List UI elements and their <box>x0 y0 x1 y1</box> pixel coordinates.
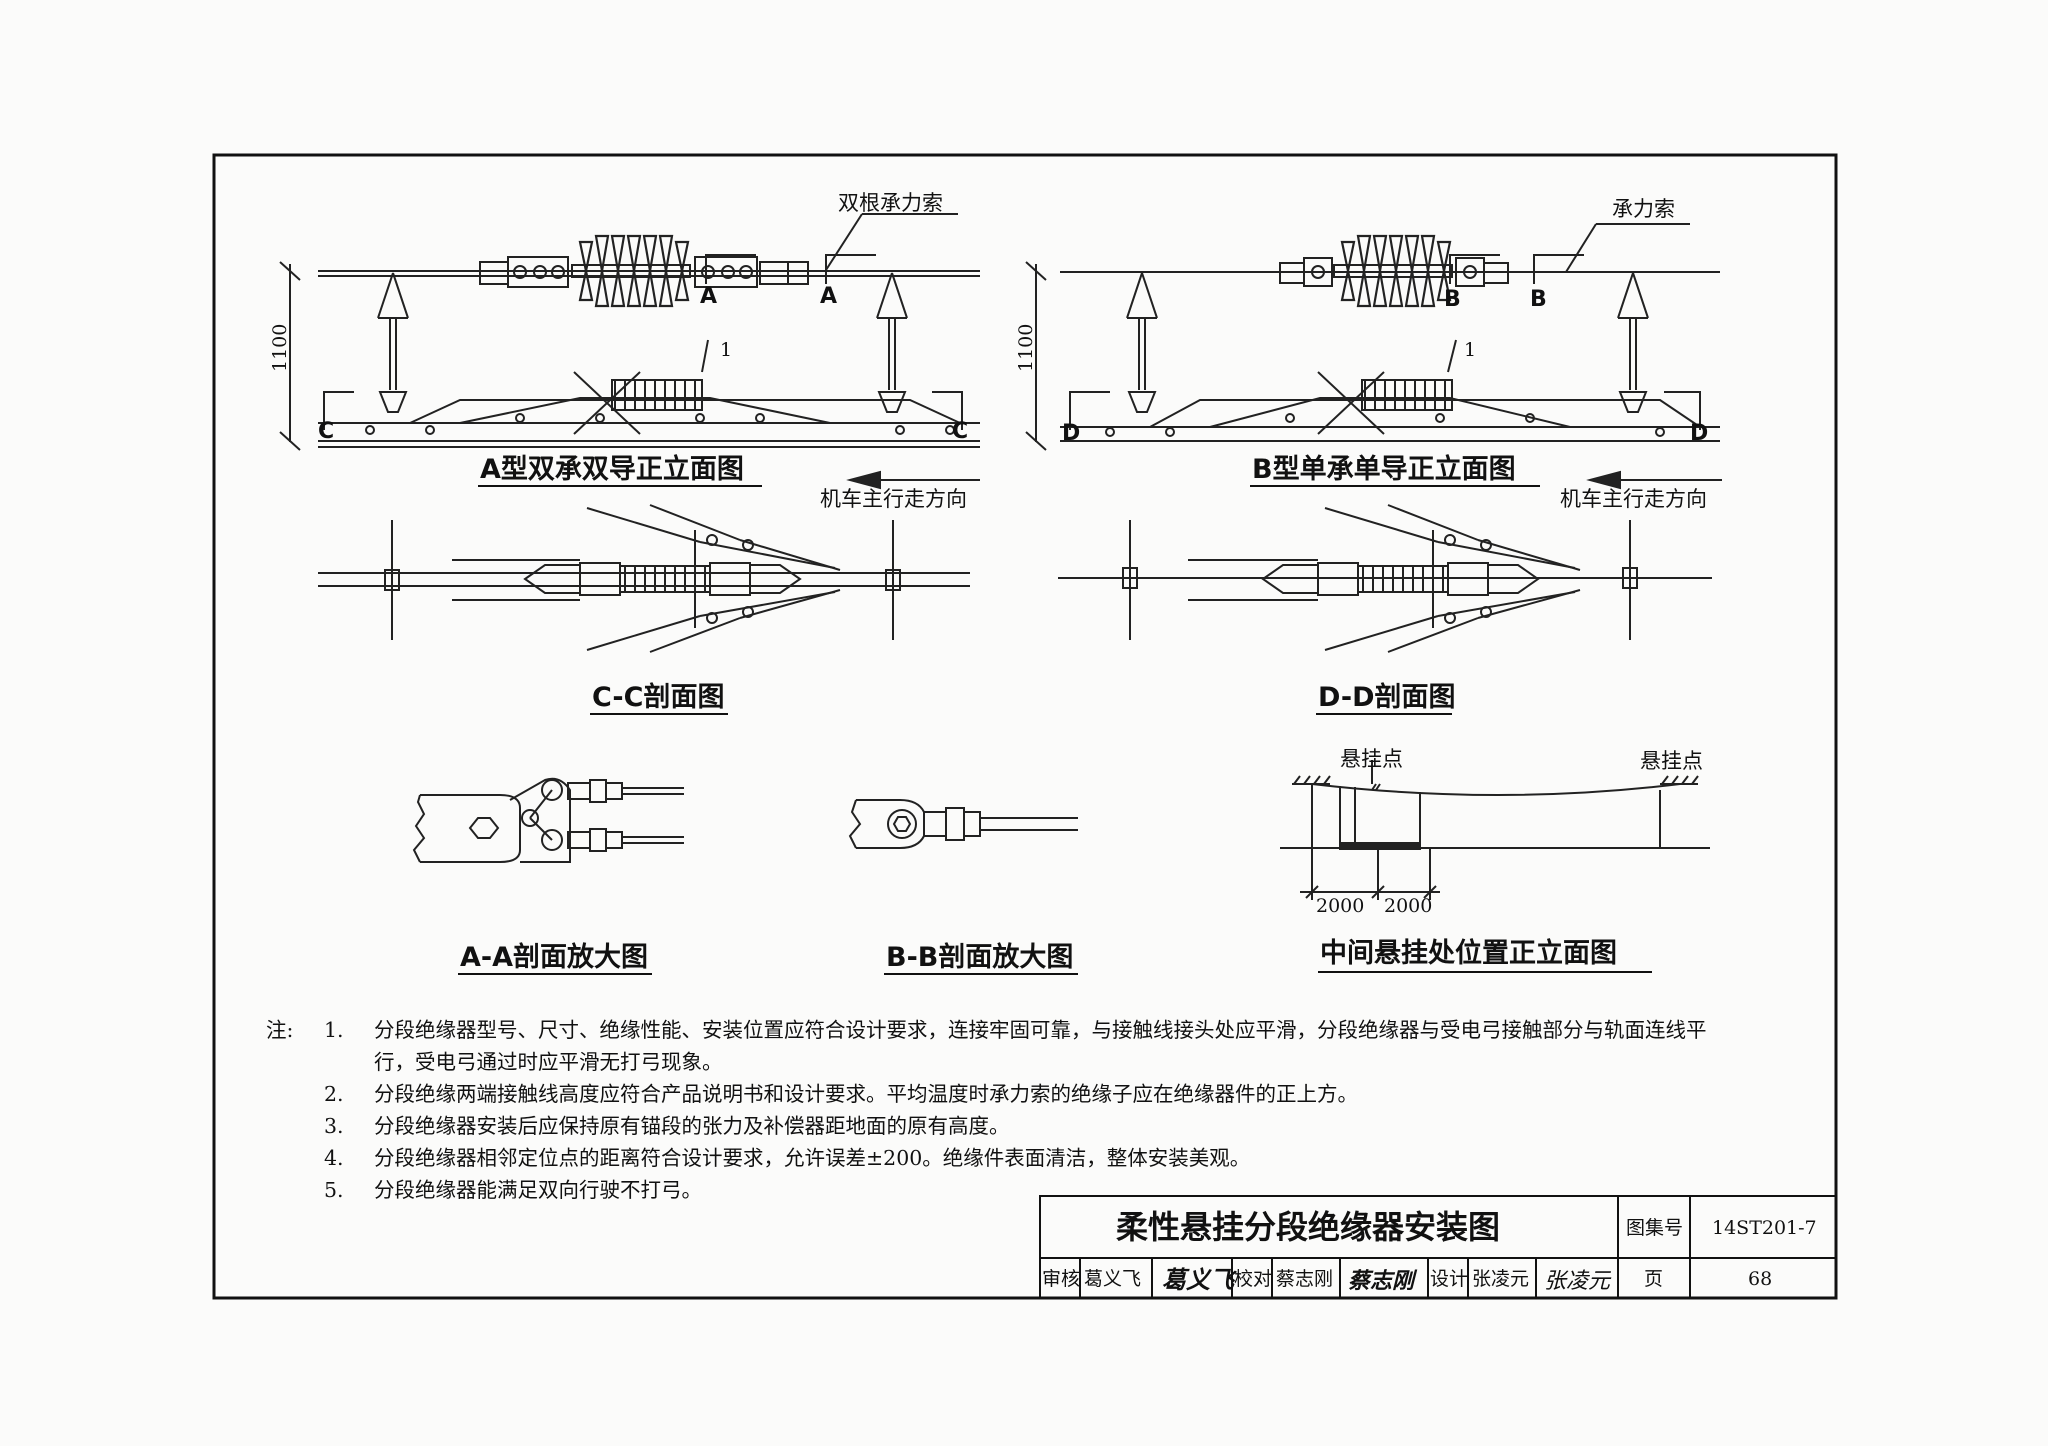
note-item: 3. 分段绝缘器安装后应保持原有锚段的张力及补偿器距地面的原有高度。 <box>266 1110 1726 1142</box>
note-text: 分段绝缘器相邻定位点的距离符合设计要求，允许误差±200。绝缘件表面清洁，整体安… <box>374 1146 1251 1170</box>
notes-list: 1. 分段绝缘器型号、尺寸、绝缘性能、安装位置应符合设计要求，连接牢固可靠，与接触… <box>266 1014 1726 1206</box>
middle-dim-right: 2000 <box>1384 895 1432 917</box>
cc-section-title: C-C剖面图 <box>592 681 724 713</box>
designer-name: 张凌元 <box>1472 1268 1529 1290</box>
reviewer-name: 葛义飞 <box>1084 1268 1141 1290</box>
note-number: 5. <box>324 1178 344 1202</box>
design-label: 设计 <box>1430 1268 1468 1290</box>
a-cable-label: 双根承力索 <box>838 191 943 215</box>
a-elevation-title: A型双承双导正立面图 <box>480 453 744 485</box>
a-c-mark-left: C <box>318 419 334 444</box>
cc-section <box>318 504 970 653</box>
note-number: 3. <box>324 1114 344 1138</box>
atlas-label: 图集号 <box>1626 1217 1683 1239</box>
note-item: 2. 分段绝缘两端接触线高度应符合产品说明书和设计要求。平均温度时承力索的绝缘子应… <box>266 1078 1726 1110</box>
review-label: 审核 <box>1042 1268 1080 1290</box>
a-dim-1100: 1100 <box>269 324 291 372</box>
reviewer-signature: 葛义飞 <box>1162 1265 1238 1294</box>
b-elevation-title: B型单承单导正立面图 <box>1252 453 1516 485</box>
b-cable-label: 承力索 <box>1612 197 1675 221</box>
b-type-elevation <box>1025 223 1722 490</box>
note-text: 分段绝缘器安装后应保持原有锚段的张力及补偿器距地面的原有高度。 <box>374 1114 1010 1138</box>
a-c-mark-right: C <box>952 419 968 444</box>
designer-signature: 张凌元 <box>1544 1269 1612 1294</box>
note-text: 分段绝缘器型号、尺寸、绝缘性能、安装位置应符合设计要求，连接牢固可靠，与接触线接… <box>374 1018 1707 1074</box>
atlas-number: 14ST201-7 <box>1712 1217 1817 1239</box>
page-label: 页 <box>1644 1268 1663 1290</box>
drawing-border <box>212 153 1838 1300</box>
b-part-number: 1 <box>1464 339 1476 361</box>
page-number: 68 <box>1748 1268 1772 1290</box>
bb-enlarged-view <box>848 799 1078 849</box>
drawing-title: 柔性悬挂分段绝缘器安装图 <box>1116 1208 1500 1246</box>
middle-suspension-view <box>1280 760 1710 900</box>
note-number: 2. <box>324 1082 344 1106</box>
b-direction-label: 机车主行走方向 <box>1560 487 1707 511</box>
a-section-mark-2: A <box>820 284 837 309</box>
note-text: 分段绝缘器能满足双向行驶不打弓。 <box>374 1178 702 1202</box>
middle-dim-left: 2000 <box>1316 895 1364 917</box>
middle-suspension-title: 中间悬挂处位置正立面图 <box>1320 937 1617 969</box>
aa-enlarged-title: A-A剖面放大图 <box>460 941 648 973</box>
middle-point-left: 悬挂点 <box>1340 747 1403 771</box>
note-item: 5. 分段绝缘器能满足双向行驶不打弓。 <box>266 1174 1726 1206</box>
title-block <box>1039 1195 1837 1299</box>
note-number: 4. <box>324 1146 344 1170</box>
a-type-elevation <box>279 213 980 490</box>
b-d-mark-left: D <box>1062 421 1080 446</box>
dd-section-title: D-D剖面图 <box>1318 681 1456 713</box>
b-section-mark-2: B <box>1530 287 1547 312</box>
aa-enlarged-view <box>412 777 684 863</box>
dd-section <box>1058 504 1712 653</box>
a-direction-label: 机车主行走方向 <box>820 487 967 511</box>
a-section-mark-1: A <box>700 284 717 309</box>
middle-point-right: 悬挂点 <box>1640 749 1703 773</box>
b-d-mark-right: D <box>1690 421 1708 446</box>
checker-signature: 蔡志刚 <box>1348 1268 1418 1294</box>
a-part-number: 1 <box>720 339 732 361</box>
b-section-mark-1: B <box>1444 287 1461 312</box>
b-dim-1100: 1100 <box>1015 324 1037 372</box>
note-item: 4. 分段绝缘器相邻定位点的距离符合设计要求，允许误差±200。绝缘件表面清洁，整… <box>266 1142 1726 1174</box>
note-number: 1. <box>324 1018 344 1042</box>
checker-name: 蔡志刚 <box>1276 1268 1333 1290</box>
note-text: 分段绝缘两端接触线高度应符合产品说明书和设计要求。平均温度时承力索的绝缘子应在绝… <box>374 1082 1358 1106</box>
notes-heading: 注: <box>266 1018 294 1042</box>
check-label: 校对 <box>1234 1268 1272 1290</box>
note-item: 1. 分段绝缘器型号、尺寸、绝缘性能、安装位置应符合设计要求，连接牢固可靠，与接触… <box>266 1014 1726 1078</box>
bb-enlarged-title: B-B剖面放大图 <box>886 941 1073 973</box>
